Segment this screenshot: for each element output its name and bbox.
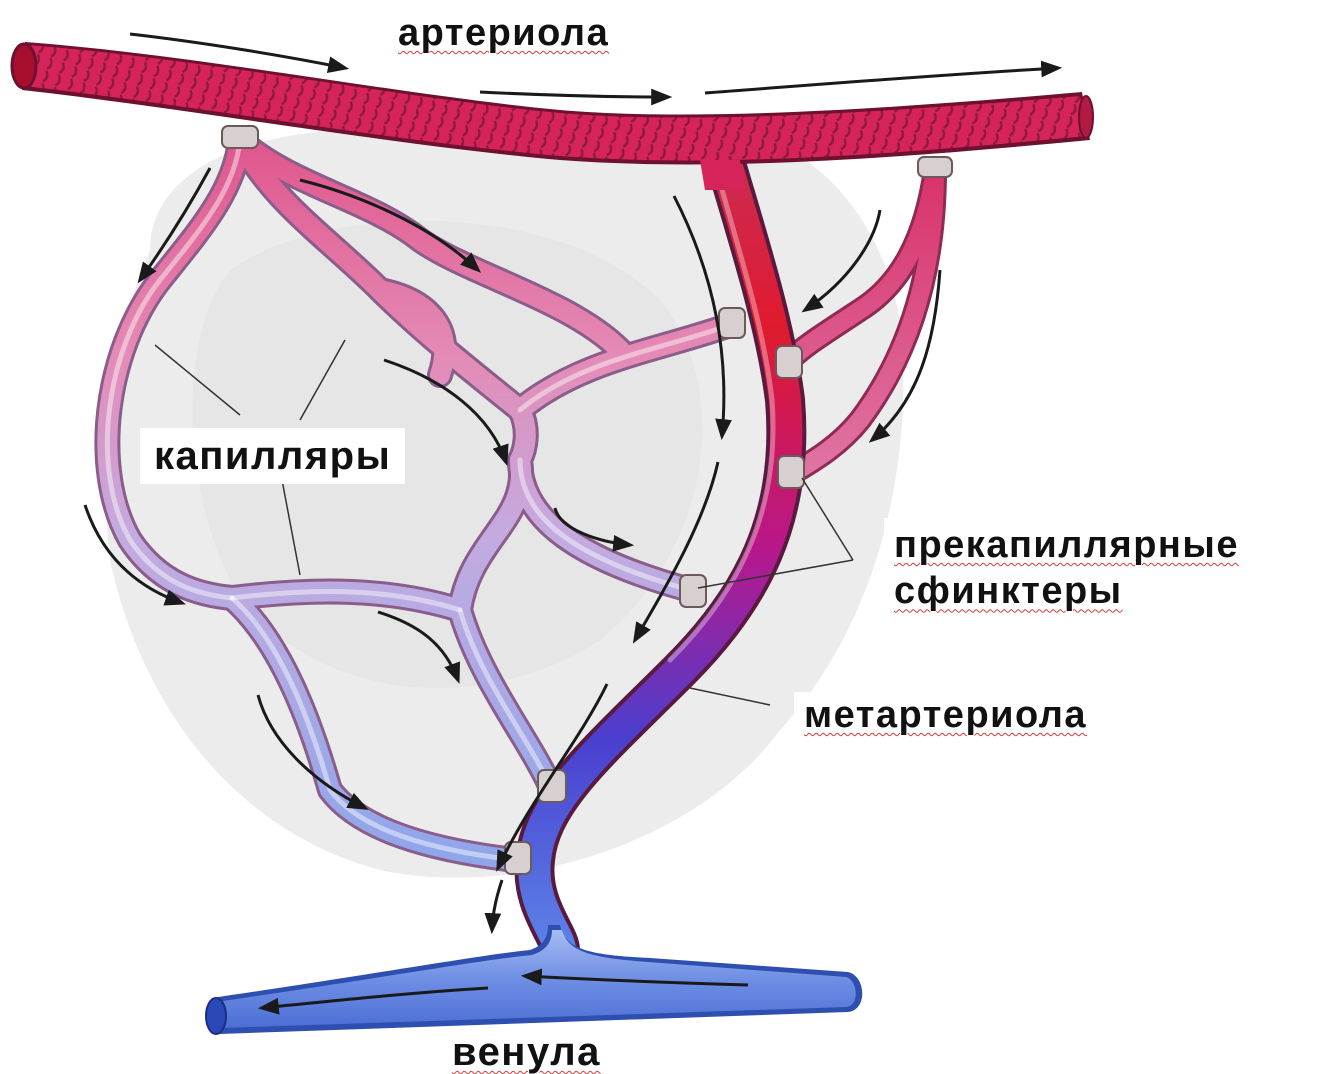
sphincter-ring [719,308,745,338]
sphincter-ring [776,346,802,378]
venule-vessel [206,925,862,1034]
sphincter-ring [918,157,952,177]
precapillary-sphincters-label-line2: сфинктеры [894,568,1239,614]
metarteriole-label: метартериола [794,692,1097,738]
sphincter-ring [778,456,804,488]
sphincter-ring [222,126,258,148]
venule-label: венула [452,1032,601,1072]
sphincter-ring [680,575,706,607]
precapillary-sphincters-label-line1: прекапиллярные [894,522,1239,568]
capillaries-label: капилляры [140,428,405,484]
precapillary-sphincters-label: прекапиллярные сфинктеры [884,518,1249,619]
arteriole-label: артериола [398,14,609,52]
